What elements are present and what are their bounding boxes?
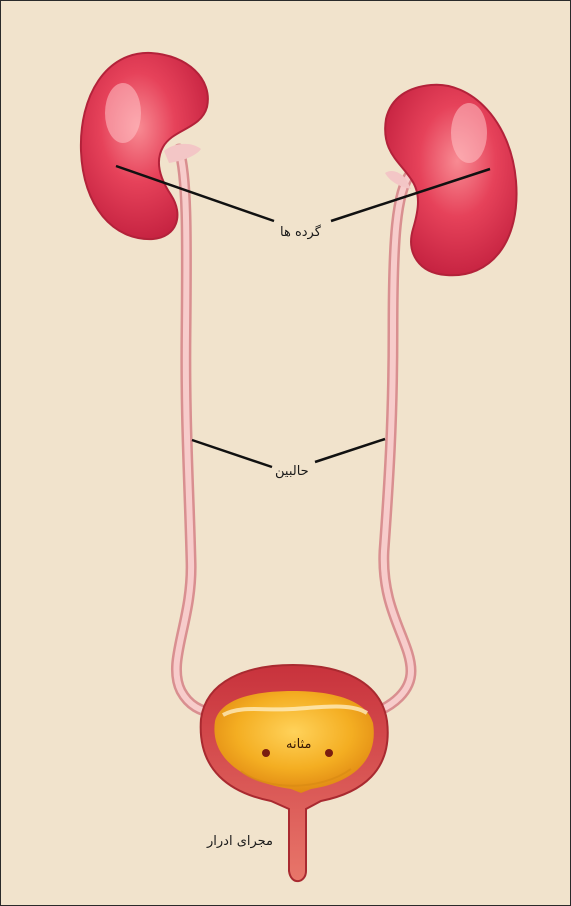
right-kidney <box>385 85 517 276</box>
bladder-label: مثانه <box>286 737 311 752</box>
kidneys-label: گرده ها <box>280 225 321 240</box>
ureter-leader-lines <box>192 439 385 467</box>
left-ureter <box>176 149 213 713</box>
ureters-label: حالبین <box>275 464 309 479</box>
urethra-label: مجرای ادرار <box>207 834 273 849</box>
right-ureter <box>373 173 411 713</box>
